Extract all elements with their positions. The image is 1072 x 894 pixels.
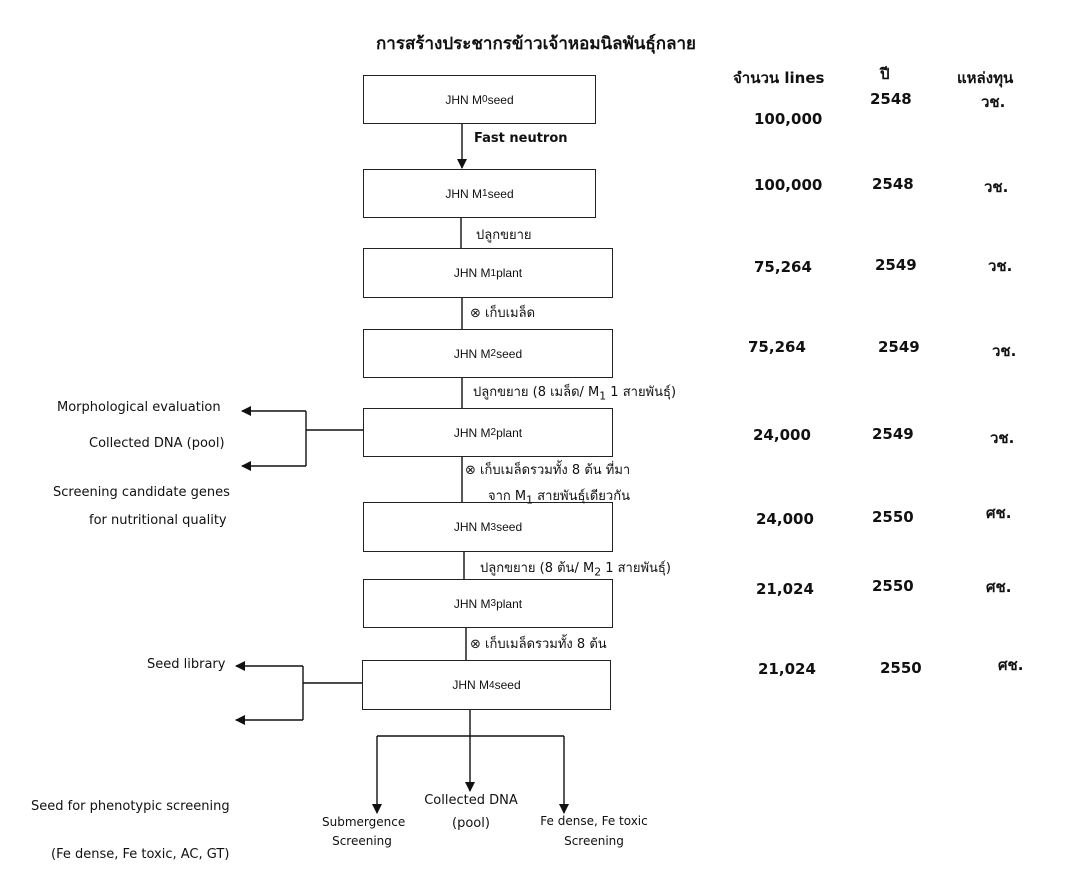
row0-lines: 100,000 — [754, 110, 823, 128]
collected-dna-line2: (pool) — [452, 816, 490, 831]
row7-year: 2550 — [880, 659, 922, 677]
row2-funding: วช. — [988, 257, 1013, 275]
step-self-collect-seed: ⊗ เก็บเมล็ด — [470, 306, 536, 321]
row0-funding: วช. — [981, 93, 1006, 111]
step-collect-8-plants-2: ⊗ เก็บเมล็ดรวมทั้ง 8 ต้น — [470, 637, 607, 652]
row3-lines: 75,264 — [748, 338, 806, 356]
output-phenotypic-line2: (Fe dense, Fe toxic, AC, GT) — [51, 847, 230, 862]
row4-lines: 24,000 — [753, 426, 811, 444]
step-plant-expand-1: ปลูกขยาย — [476, 228, 532, 243]
output-collected-dna: Collected DNA (pool) — [89, 436, 225, 451]
step-plant-expand-8-seeds: ปลูกขยาย (8 เมล็ด/ M1 1 สายพันธุ์) — [473, 385, 677, 403]
row5-year: 2550 — [872, 508, 914, 526]
row4-funding: วช. — [990, 429, 1015, 447]
row3-funding: วช. — [992, 342, 1017, 360]
row6-funding: ศช. — [986, 578, 1012, 596]
output-screening-line1: Screening candidate genes — [53, 485, 230, 500]
row2-lines: 75,264 — [754, 258, 812, 276]
row6-lines: 21,024 — [756, 580, 814, 598]
row3-year: 2549 — [878, 338, 920, 356]
row0-year: 2548 — [870, 90, 912, 108]
output-seed-library: Seed library — [147, 657, 226, 672]
step-plant-expand-8-plants: ปลูกขยาย (8 ต้น/ M2 1 สายพันธุ์) — [480, 561, 671, 579]
row1-year: 2548 — [872, 175, 914, 193]
submergence-line2: Screening — [332, 834, 392, 848]
output-collected-dna-pool: Collected DNA (pool) — [415, 793, 527, 831]
page-title: การสร้างประชากรข้าวเจ้าหอมนิลพันธุ์กลาย — [376, 34, 696, 54]
row4-year: 2549 — [872, 425, 914, 443]
header-lines: จำนวน lines — [733, 69, 825, 87]
row6-year: 2550 — [872, 577, 914, 595]
row2-year: 2549 — [875, 256, 917, 274]
output-screening-line2: for nutritional quality — [89, 513, 227, 528]
step-same-line: จาก M1 สายพันธุ์เดียวกัน — [488, 489, 630, 507]
step-fast-neutron: Fast neutron — [474, 131, 568, 146]
row1-lines: 100,000 — [754, 176, 823, 194]
output-submergence: Submergence Screening — [322, 815, 406, 848]
header-year: ปี — [880, 65, 890, 83]
fe-line2: Screening — [564, 834, 624, 848]
output-fe-screening: Fe dense, Fe toxic Screening — [531, 814, 657, 848]
row5-funding: ศช. — [986, 504, 1012, 522]
row7-lines: 21,024 — [758, 660, 816, 678]
output-phenotypic-line1: Seed for phenotypic screening — [31, 799, 230, 814]
row7-funding: ศช. — [998, 656, 1024, 674]
step-collect-8-plants: ⊗ เก็บเมล็ดรวมทั้ง 8 ต้น ที่มา — [465, 463, 631, 478]
row5-lines: 24,000 — [756, 510, 814, 528]
output-morphological: Morphological evaluation — [57, 400, 221, 415]
collected-dna-line1: Collected DNA — [424, 793, 518, 808]
submergence-line1: Submergence — [322, 815, 406, 829]
row1-funding: วช. — [984, 178, 1009, 196]
fe-line1: Fe dense, Fe toxic — [540, 814, 648, 828]
header-funding: แหล่งทุน — [957, 69, 1014, 87]
